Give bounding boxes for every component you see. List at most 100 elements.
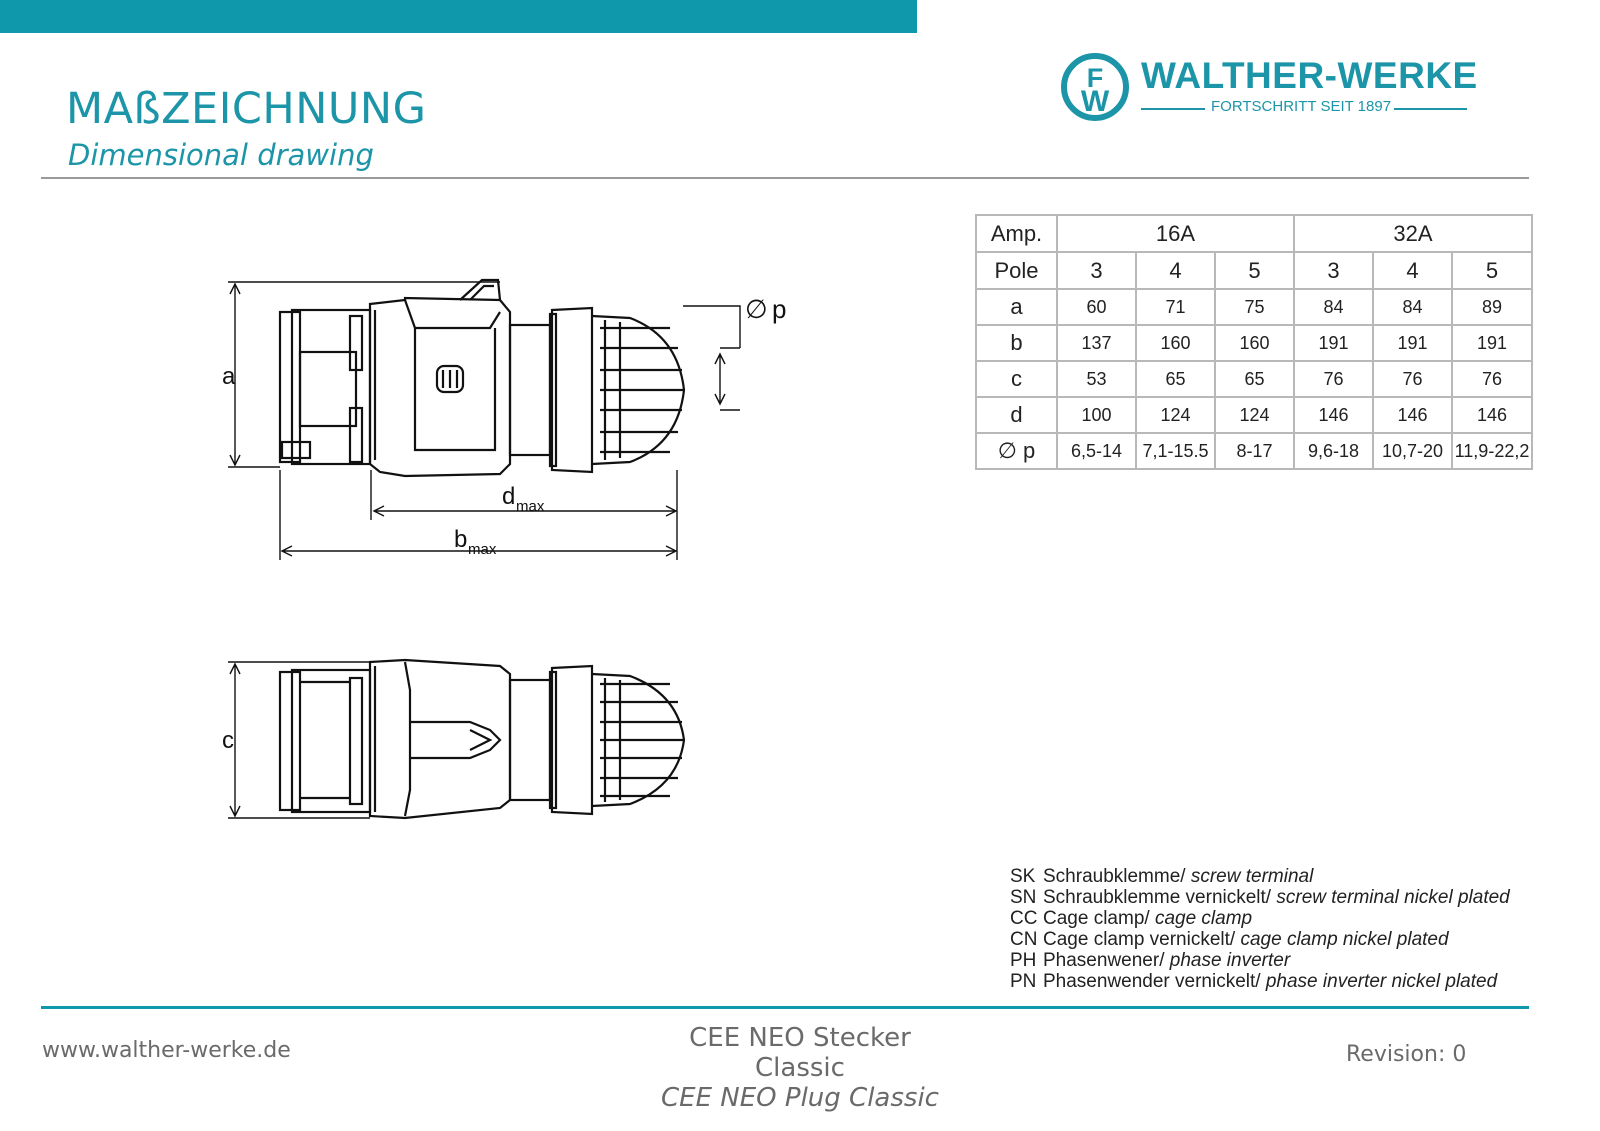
table-cell: 76 [1293, 360, 1374, 398]
dim-label-c: c [222, 727, 234, 754]
table-row: b 137 160 160 191 191 191 [975, 324, 1533, 362]
product-name-en: CEE NEO Plug Classic [661, 1083, 939, 1113]
table-cell: 124 [1135, 396, 1216, 434]
footer-product-name: CEE NEO Stecker Classic CEE NEO Plug Cla… [655, 1023, 945, 1113]
table-row: d 100 124 124 146 146 146 [975, 396, 1533, 434]
table-cell: 146 [1293, 396, 1374, 434]
table-row: a 60 71 75 84 84 89 [975, 288, 1533, 326]
dimensional-drawing: a ∅ p d max b max c [222, 278, 786, 820]
table-cell: 60 [1056, 288, 1137, 326]
amp-group-32a: 32A [1293, 214, 1533, 253]
table-cell: 84 [1372, 288, 1453, 326]
legend-de: Schraubklemme vernickelt/ [1043, 887, 1272, 908]
legend-code: PH [1010, 950, 1037, 971]
legend-en: phase inverter nickel plated [1265, 971, 1498, 992]
table-cell: 75 [1214, 288, 1295, 326]
dimension-lines-bottom [228, 661, 370, 819]
dim-label-d-sub: max [516, 498, 545, 515]
table-cell: 89 [1451, 288, 1533, 326]
table-row-amp: Amp. 16A 32A [975, 214, 1533, 253]
legend-en: cage clamp [1154, 908, 1253, 929]
top-accent-bar [0, 0, 917, 33]
table-cell: 146 [1451, 396, 1533, 434]
footer-website-link[interactable]: www.walther-werke.de [42, 1038, 291, 1063]
table-cell: 11,9-22,2 [1451, 432, 1533, 470]
header-rule [41, 177, 1529, 179]
table-row-pole: Pole 3 4 5 3 4 5 [975, 251, 1533, 290]
legend-en: phase inverter [1169, 950, 1291, 971]
table-cell: 53 [1056, 360, 1137, 398]
dim-label-p-symbol: ∅ [745, 294, 768, 324]
table-cell: 7,1-15.5 [1135, 432, 1216, 470]
fw-monogram-icon: F W [1061, 53, 1129, 121]
legend-de: Schraubklemme/ [1043, 866, 1186, 887]
page-title: MAßZEICHNUNG [66, 84, 427, 134]
table-cell: 8-17 [1214, 432, 1295, 470]
legend-de: Phasenwener/ [1043, 950, 1165, 971]
table-cell: 146 [1372, 396, 1453, 434]
tagline-rule-right [1394, 108, 1467, 110]
dimension-lines-top [228, 281, 741, 560]
legend-en: screw terminal [1190, 866, 1314, 887]
product-name-de: CEE NEO Stecker Classic [689, 1023, 911, 1083]
dim-label-p: p [772, 294, 786, 324]
legend-code: SN [1010, 887, 1037, 908]
legend-code: PN [1010, 971, 1037, 992]
logo-tagline: FORTSCHRITT SEIT 1897 [1211, 98, 1392, 115]
table-cell: 84 [1293, 288, 1374, 326]
footer-rule [41, 1006, 1529, 1009]
dim-label-b: b [454, 526, 467, 553]
pole-cell: 5 [1214, 251, 1295, 290]
table-cell: 160 [1135, 324, 1216, 362]
amp-group-16a: 16A [1056, 214, 1295, 253]
table-cell: 65 [1135, 360, 1216, 398]
table-cell: 10,7-20 [1372, 432, 1453, 470]
footer-revision: Revision: 0 [1346, 1042, 1467, 1067]
dim-label-b-sub: max [468, 541, 497, 558]
pole-cell: 4 [1135, 251, 1216, 290]
page-subtitle: Dimensional drawing [68, 138, 374, 172]
legend-en: cage clamp nickel plated [1240, 929, 1449, 950]
table-cell: 100 [1056, 396, 1137, 434]
legend-de: Cage clamp/ [1043, 908, 1150, 929]
table-cell: 191 [1451, 324, 1533, 362]
row-label: a [975, 288, 1058, 326]
pole-cell: 5 [1451, 251, 1533, 290]
table-row: c 53 65 65 76 76 76 [975, 360, 1533, 398]
company-logo: F W WALTHER-WERKE FORTSCHRITT SEIT 1897 [1059, 51, 1477, 125]
table-cell: 76 [1372, 360, 1453, 398]
pole-cell: 3 [1293, 251, 1374, 290]
table-cell: 6,5-14 [1056, 432, 1137, 470]
logo-name: WALTHER-WERKE [1141, 55, 1478, 96]
legend-code: SK [1010, 866, 1036, 887]
table-cell: 65 [1214, 360, 1295, 398]
table-cell: 191 [1372, 324, 1453, 362]
monogram-w: W [1081, 85, 1110, 118]
tagline-rule-left [1141, 108, 1205, 110]
legend-item: SK Schraubklemme/ screw terminal [1010, 866, 1510, 887]
pole-label: Pole [975, 251, 1058, 290]
table-cell: 160 [1214, 324, 1295, 362]
terminal-legend: SK Schraubklemme/ screw terminal SN Schrau… [1010, 866, 1510, 992]
legend-item: PH Phasenwener/ phase inverter [1010, 950, 1510, 971]
dim-label-a: a [222, 363, 236, 390]
pole-cell: 3 [1056, 251, 1137, 290]
table-cell: 76 [1451, 360, 1533, 398]
table-cell: 191 [1293, 324, 1374, 362]
monogram-f: F [1087, 63, 1104, 93]
plug-top-view [278, 658, 686, 820]
row-label: ∅ p [975, 432, 1058, 470]
row-label: c [975, 360, 1058, 398]
table-row: ∅ p 6,5-14 7,1-15.5 8-17 9,6-18 10,7-20 … [975, 432, 1533, 470]
table-cell: 137 [1056, 324, 1137, 362]
amp-label: Amp. [975, 214, 1058, 253]
plug-side-view [278, 278, 686, 478]
legend-de: Cage clamp vernickelt/ [1043, 929, 1236, 950]
row-label: b [975, 324, 1058, 362]
pole-cell: 4 [1372, 251, 1453, 290]
table-cell: 9,6-18 [1293, 432, 1374, 470]
